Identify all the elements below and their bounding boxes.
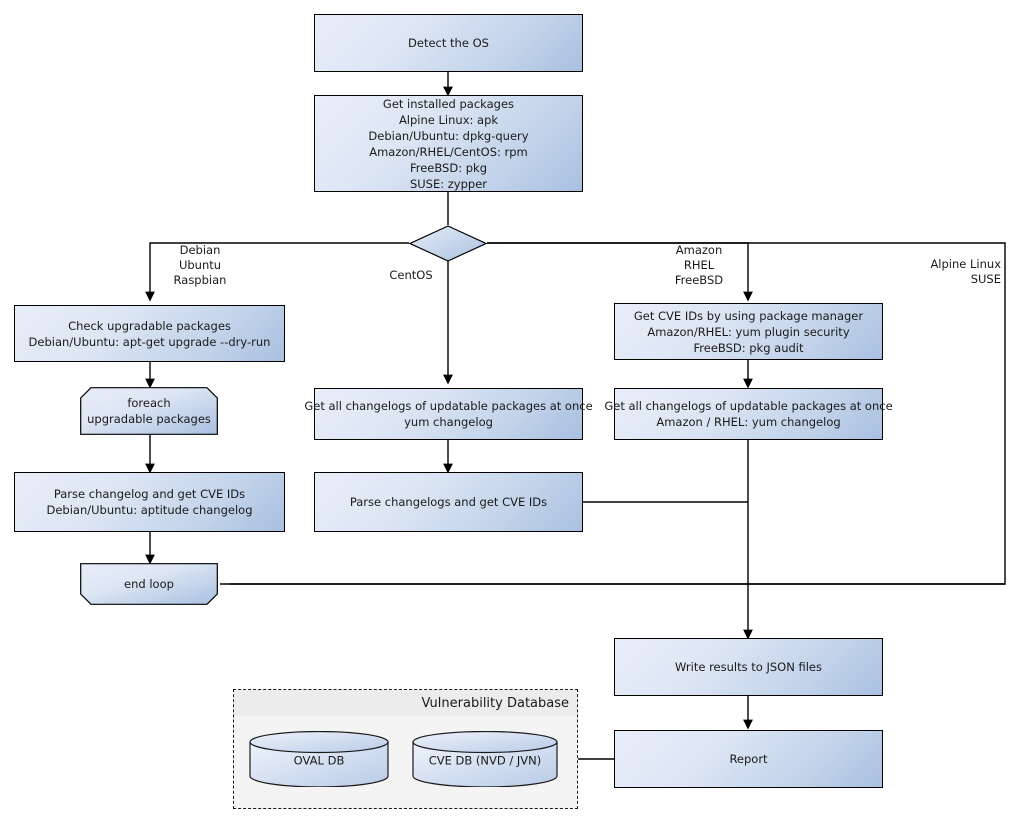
node-changelogs-centos[interactable]: Get all changelogs of updatable packages… [304,388,593,440]
node-changelogs-rhel[interactable]: Get all changelogs of updatable packages… [604,388,893,440]
node-changelogs-centos-label: Get all changelogs of updatable packages… [304,399,593,429]
datastore-cve-db-label: CVE DB (NVD / JVN) [428,753,542,768]
node-changelogs-rhel-label: Get all changelogs of updatable packages… [604,399,893,429]
datastore-oval-db-label: OVAL DB [293,753,345,768]
node-write-results-label: Write results to JSON files [675,660,822,674]
node-detect-os-label: Detect the OS [408,36,489,50]
node-end-loop-label: end loop [124,577,174,591]
node-end-loop[interactable]: end loop [80,563,218,605]
branch-label-centos: CentOS [389,268,433,282]
node-detect-os[interactable]: Detect the OS [314,14,583,72]
node-os-decision[interactable] [408,225,488,262]
datastore-cve-db[interactable]: CVE DB (NVD / JVN) [412,730,558,788]
vulnerability-database-title-text: Vulnerability Database [421,695,569,711]
node-report[interactable]: Report [614,730,883,788]
node-report-label: Report [729,752,768,766]
node-write-results[interactable]: Write results to JSON files [614,638,883,696]
datastore-oval-db[interactable]: OVAL DB [249,730,389,788]
node-parse-changelogs-centos-label: Parse changelogs and get CVE IDs [349,495,548,509]
node-parse-changelogs-centos[interactable]: Parse changelogs and get CVE IDs [314,472,583,532]
vulnerability-database-title: Vulnerability Database [234,690,577,716]
